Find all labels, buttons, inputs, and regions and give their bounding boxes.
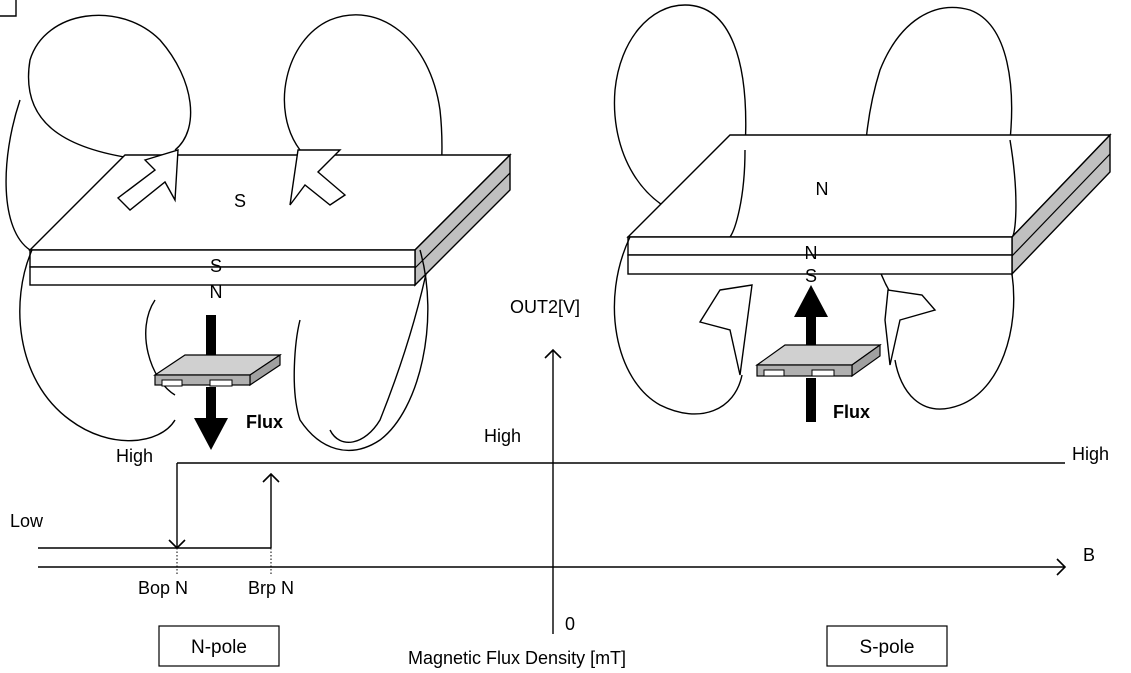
left-magnet-assembly: S S N Flux bbox=[5, 14, 512, 452]
right-hall-sensor-front bbox=[756, 364, 853, 377]
x-axis-label: B bbox=[1083, 545, 1095, 565]
left-flux-loop-back-right bbox=[283, 14, 443, 443]
x-axis-title: Magnetic Flux Density [mT] bbox=[408, 648, 626, 668]
left-magnet-upper-layer-label: S bbox=[210, 256, 222, 276]
left-flux-arrowhead bbox=[194, 418, 228, 450]
right-flux-loop-front-left bbox=[613, 236, 743, 415]
left-magnet-layer-lower bbox=[29, 266, 416, 286]
n-pole-box: N-pole bbox=[158, 625, 280, 667]
right-flux-arrowhead-left bbox=[698, 284, 753, 376]
right-magnet-layer-lower bbox=[627, 254, 1013, 275]
right-flux-arrow-upper-shaft bbox=[806, 316, 816, 352]
left-magnet-top-face-label: S bbox=[234, 191, 246, 211]
right-magnet-assembly: N N S Flux bbox=[613, 4, 1112, 422]
s-pole-box: S-pole bbox=[826, 625, 948, 667]
right-flux-loop-back-left bbox=[613, 4, 747, 221]
output-characteristic-graph: OUT2[V] B 0 Magnetic Flux Density [mT] H… bbox=[10, 297, 1109, 668]
right-flux-arrowhead bbox=[794, 285, 828, 317]
y-axis-label: OUT2[V] bbox=[510, 297, 580, 317]
s-pole-label: S-pole bbox=[860, 637, 915, 658]
right-flux-arrowhead-right bbox=[884, 289, 937, 366]
high-label-right: High bbox=[1072, 444, 1109, 464]
right-magnet-top-face-label: N bbox=[816, 179, 829, 199]
low-label: Low bbox=[10, 511, 44, 531]
left-magnet-layer-upper bbox=[29, 249, 416, 268]
right-magnet-upper-layer-label: N bbox=[805, 243, 818, 263]
left-flux-loop-back-left bbox=[27, 14, 192, 161]
right-magnet-layer-upper bbox=[627, 236, 1013, 256]
left-flux-loop-front-right bbox=[293, 249, 429, 452]
origin-label: 0 bbox=[565, 614, 575, 634]
left-flux-loop-front-left bbox=[19, 249, 176, 442]
high-label-left: High bbox=[116, 446, 153, 466]
right-magnet-lower-layer-label: S bbox=[805, 266, 817, 286]
left-hall-sensor-front bbox=[154, 374, 251, 386]
corner-frame bbox=[0, 0, 17, 17]
bop-label: Bop N bbox=[138, 578, 188, 598]
left-magnet-lower-layer-label: N bbox=[210, 282, 223, 302]
left-flux-arrowhead-left bbox=[116, 149, 179, 211]
n-pole-label: N-pole bbox=[191, 637, 247, 658]
left-flux-arrow-lower-shaft bbox=[206, 387, 216, 419]
right-flux-label: Flux bbox=[833, 402, 870, 422]
right-flux-loop-front-right bbox=[894, 273, 1015, 410]
left-flux-arrow-upper-shaft bbox=[206, 315, 216, 367]
left-flux-label: Flux bbox=[246, 412, 283, 432]
high-label-center: High bbox=[484, 426, 521, 446]
right-flux-arrow-lower-shaft bbox=[806, 378, 816, 422]
brp-label: Brp N bbox=[248, 578, 294, 598]
left-flux-arrowhead-right bbox=[289, 149, 347, 206]
